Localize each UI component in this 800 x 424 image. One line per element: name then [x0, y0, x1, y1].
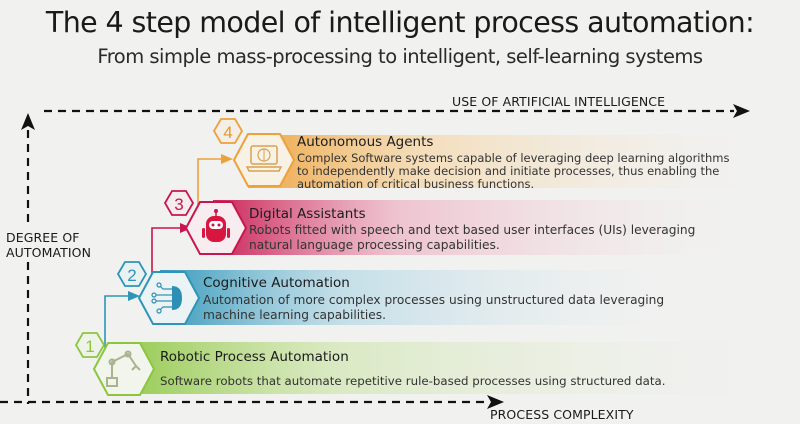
bottom-axis-label: PROCESS COMPLEXITY — [490, 407, 634, 422]
step-3-number-hex: 3 — [163, 190, 195, 216]
left-axis-label-line1: DEGREE OF — [6, 230, 80, 245]
connector-2-3 — [151, 227, 185, 288]
step-4-number-hex: 4 — [212, 118, 244, 144]
left-axis-arrow — [21, 113, 35, 404]
step-3-banner — [213, 200, 740, 255]
step-3-desc-line2: natural language processing capabilities… — [249, 238, 500, 252]
step-4-desc-line3: automation of critical business function… — [297, 177, 535, 191]
step-2-desc-line2: machine learning capabilities. — [203, 308, 386, 322]
step-1-number-hex: 1 — [74, 332, 106, 358]
step-1-desc-line1: Software robots that automate repetitive… — [160, 374, 666, 388]
step-2-title: Cognitive Automation — [203, 275, 350, 291]
top-axis-arrow — [44, 104, 750, 118]
step-1-title: Robotic Process Automation — [160, 349, 349, 365]
robotic-arm-icon — [92, 342, 156, 396]
svg-text:4: 4 — [223, 123, 232, 142]
step-2-banner — [160, 270, 680, 325]
step-4-banner — [248, 135, 760, 188]
bottom-axis-arrow — [0, 395, 504, 409]
step-1-banner — [110, 342, 760, 394]
step-3-desc-line1: Robots fitted with speech and text based… — [249, 223, 696, 237]
connector-1-2 — [104, 295, 135, 358]
page-subtitle: From simple mass-processing to intellige… — [97, 45, 703, 68]
svg-text:2: 2 — [127, 266, 136, 285]
top-axis-label: USE OF ARTIFICIAL INTELLIGENCE — [452, 94, 666, 109]
laptop-brain-icon — [232, 133, 296, 187]
connector-3-4 — [197, 158, 226, 216]
page-title: The 4 step model of intelligent process … — [45, 6, 755, 39]
svg-text:1: 1 — [85, 337, 94, 356]
circuit-brain-icon — [137, 271, 201, 325]
step-2-desc-line1: Automation of more complex processes usi… — [203, 293, 665, 307]
step-4-title: Autonomous Agents — [297, 134, 434, 150]
left-axis-label-line2: AUTOMATION — [6, 245, 92, 260]
step-4-desc-line1: Complex Software systems capable of leve… — [297, 151, 730, 165]
chatbot-robot-icon — [184, 201, 248, 255]
step-2-number-hex: 2 — [116, 261, 148, 287]
step-3-title: Digital Assistants — [249, 206, 366, 222]
svg-text:3: 3 — [174, 195, 183, 214]
step-4-desc-line2: to independently make decision and initi… — [297, 164, 720, 178]
